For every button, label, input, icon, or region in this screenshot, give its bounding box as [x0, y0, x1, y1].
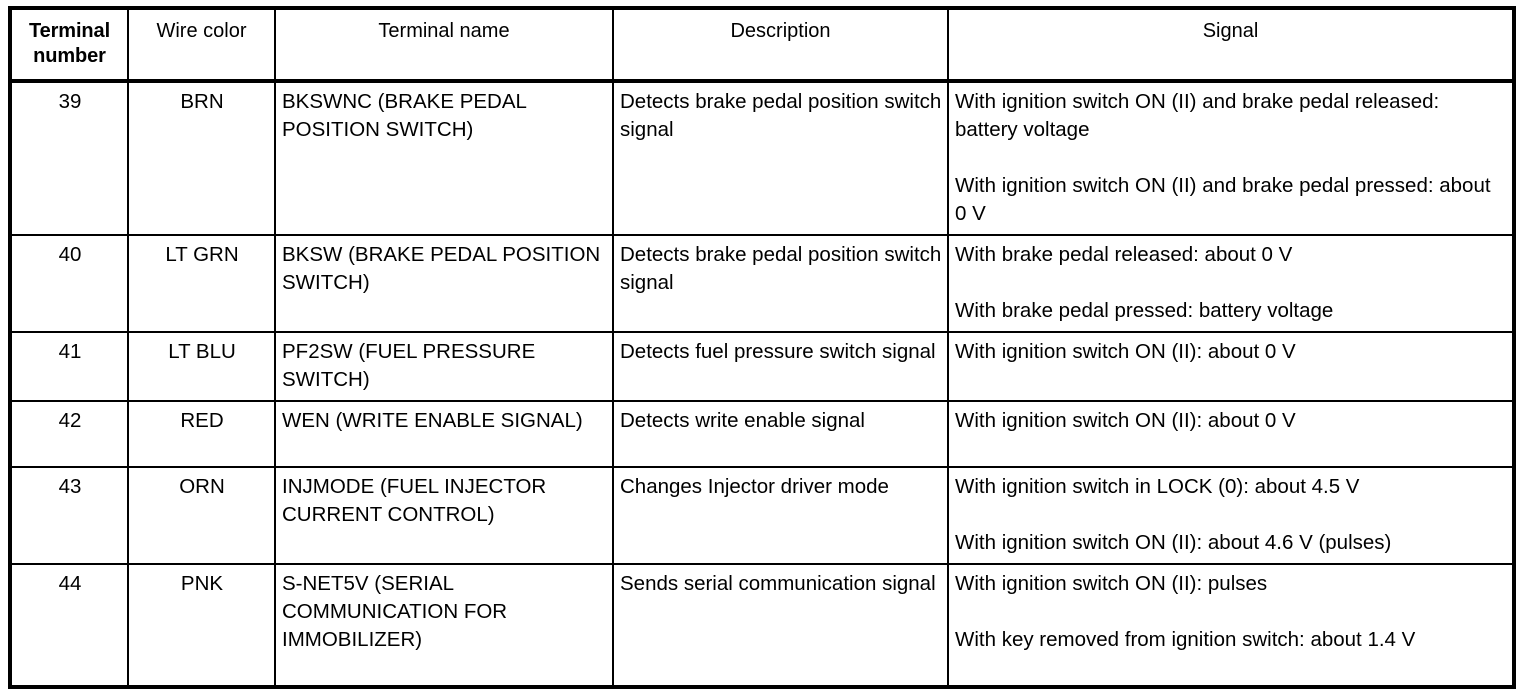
signal-line: With ignition switch ON (II) and brake p…	[955, 174, 1491, 225]
cell-wire-color: ORN	[128, 467, 276, 565]
cell-terminal-number: 43	[10, 467, 129, 565]
signal-line: With key removed from ignition switch: a…	[955, 628, 1416, 651]
cell-description: Detects write enable signal	[613, 401, 949, 468]
signal-line: With ignition switch ON (II): pulses	[955, 572, 1268, 595]
cell-wire-color: PNK	[128, 564, 276, 687]
cell-description: Sends serial communication signal	[613, 564, 949, 687]
table-row: 40 LT GRN BKSW (BRAKE PEDAL POSITION SWI…	[10, 235, 1514, 333]
column-header-terminal-name: Terminal name	[275, 8, 614, 83]
cell-terminal-name: WEN (WRITE ENABLE SIGNAL)	[275, 401, 614, 468]
cell-terminal-number: 41	[10, 332, 129, 402]
cell-description: Detects fuel pressure switch signal	[613, 332, 949, 402]
signal-line: With brake pedal released: about 0 V	[955, 243, 1293, 266]
cell-terminal-name: PF2SW (FUEL PRESSURE SWITCH)	[275, 332, 614, 402]
cell-terminal-name: BKSWNC (BRAKE PEDAL POSITION SWITCH)	[275, 81, 614, 236]
cell-description: Changes Injector driver mode	[613, 467, 949, 565]
cell-terminal-number: 40	[10, 235, 129, 333]
signal-line: With ignition switch ON (II): about 4.6 …	[955, 531, 1392, 554]
table-row: 39 BRN BKSWNC (BRAKE PEDAL POSITION SWIT…	[10, 81, 1514, 236]
cell-description: Detects brake pedal position switch sign…	[613, 235, 949, 333]
cell-description: Detects brake pedal position switch sign…	[613, 81, 949, 236]
cell-signal: With ignition switch in LOCK (0): about …	[948, 467, 1514, 565]
column-header-terminal-number: Terminal number	[10, 8, 129, 83]
cell-terminal-number: 39	[10, 81, 129, 236]
column-header-wire-color: Wire color	[128, 8, 276, 83]
cell-terminal-name: S-NET5V (SERIAL COMMUNICATION FOR IMMOBI…	[275, 564, 614, 687]
table-body: 39 BRN BKSWNC (BRAKE PEDAL POSITION SWIT…	[10, 81, 1514, 687]
signal-line: With ignition switch ON (II): about 0 V	[955, 409, 1296, 432]
cell-signal: With ignition switch ON (II): about 0 V	[948, 401, 1514, 468]
table-row: 44 PNK S-NET5V (SERIAL COMMUNICATION FOR…	[10, 564, 1514, 687]
table-row: 43 ORN INJMODE (FUEL INJECTOR CURRENT CO…	[10, 467, 1514, 565]
table-row: 41 LT BLU PF2SW (FUEL PRESSURE SWITCH) D…	[10, 332, 1514, 402]
cell-terminal-number: 44	[10, 564, 129, 687]
signal-line: With brake pedal pressed: battery voltag…	[955, 299, 1334, 322]
cell-wire-color: LT GRN	[128, 235, 276, 333]
document-page: Terminal number Wire color Terminal name…	[8, 6, 1516, 689]
cell-terminal-name: INJMODE (FUEL INJECTOR CURRENT CONTROL)	[275, 467, 614, 565]
cell-signal: With brake pedal released: about 0 V Wit…	[948, 235, 1514, 333]
cell-signal: With ignition switch ON (II): pulses Wit…	[948, 564, 1514, 687]
table-row: 42 RED WEN (WRITE ENABLE SIGNAL) Detects…	[10, 401, 1514, 468]
signal-line: With ignition switch ON (II) and brake p…	[955, 90, 1440, 141]
signal-line: With ignition switch in LOCK (0): about …	[955, 475, 1360, 498]
cell-signal: With ignition switch ON (II): about 0 V	[948, 332, 1514, 402]
cell-terminal-name: BKSW (BRAKE PEDAL POSITION SWITCH)	[275, 235, 614, 333]
column-header-signal: Signal	[948, 8, 1514, 83]
signal-line: With ignition switch ON (II): about 0 V	[955, 340, 1296, 363]
table-header-row: Terminal number Wire color Terminal name…	[10, 8, 1514, 83]
cell-signal: With ignition switch ON (II) and brake p…	[948, 81, 1514, 236]
column-header-description: Description	[613, 8, 949, 83]
terminal-signal-table: Terminal number Wire color Terminal name…	[8, 6, 1516, 689]
cell-wire-color: LT BLU	[128, 332, 276, 402]
cell-wire-color: BRN	[128, 81, 276, 236]
table-header: Terminal number Wire color Terminal name…	[10, 8, 1514, 83]
cell-wire-color: RED	[128, 401, 276, 468]
cell-terminal-number: 42	[10, 401, 129, 468]
